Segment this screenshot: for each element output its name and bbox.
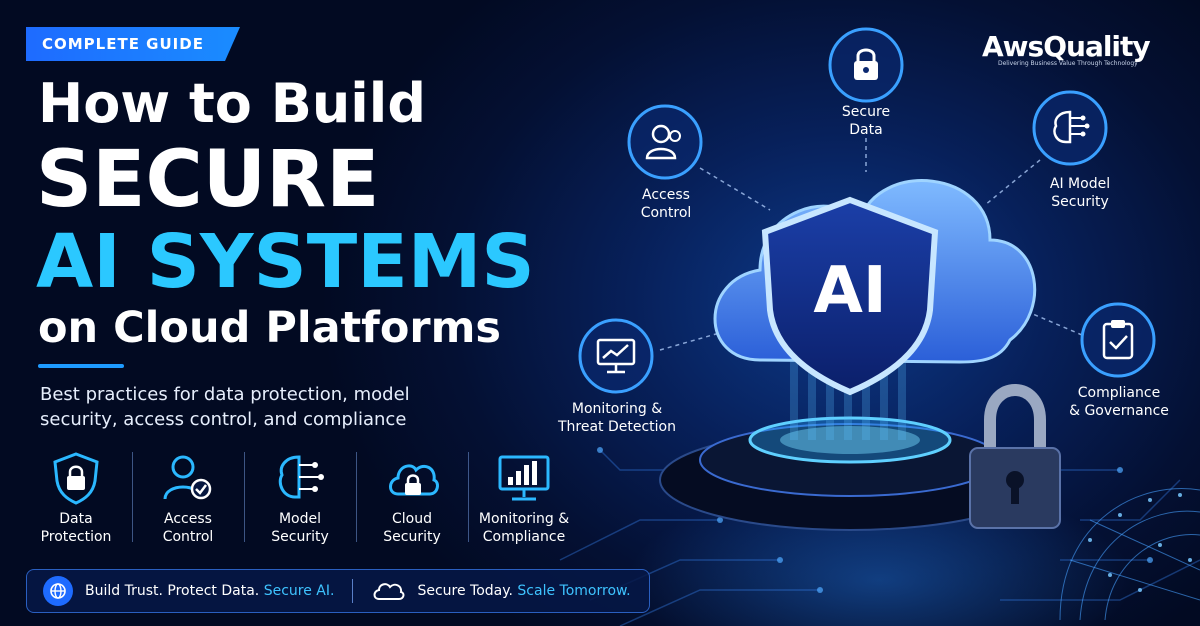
- globe-icon: [43, 576, 73, 606]
- brain-circuit-icon: [278, 455, 324, 499]
- node-label-access-control: Access Control: [640, 187, 692, 221]
- tagline-a: Build Trust. Protect Data. Secure AI.: [85, 583, 334, 599]
- trend-monitor-icon: [596, 338, 636, 374]
- clipboard-check-icon: [1102, 320, 1134, 360]
- brand-logo: AwsQuality: [982, 30, 1151, 63]
- headline-line-4: on Cloud Platforms: [38, 303, 502, 353]
- headline-line-3: AI SYSTEMS: [36, 219, 535, 305]
- tagline-b-plain: Secure Today.: [417, 583, 513, 599]
- feature-row: Data Protection Access Control Model Sec…: [20, 450, 580, 550]
- cloud-lock-icon: [389, 464, 439, 496]
- brain-mesh: [1059, 488, 1200, 621]
- complete-guide-badge: COMPLETE GUIDE: [26, 27, 240, 61]
- feature-label: Monitoring & Compliance: [478, 511, 570, 545]
- feature-label: Cloud Security: [383, 511, 441, 545]
- feature-label: Model Security: [271, 511, 329, 545]
- headline-line-2: SECURE: [36, 135, 380, 225]
- shield-shape: [761, 196, 939, 396]
- feature-access-control: Access Control: [132, 450, 244, 550]
- lock-icon: [854, 48, 878, 80]
- accent-rule: [38, 364, 124, 368]
- brain-icon: [1053, 110, 1090, 144]
- brand-tagline: Delivering Business Value Through Techno…: [998, 60, 1138, 67]
- node-label-ai-model-security: AI Model Security: [1049, 176, 1111, 210]
- tagline-a-highlight: Secure AI.: [263, 583, 335, 599]
- shield-ai-text: AI: [813, 254, 887, 328]
- feature-cloud-security: Cloud Security: [356, 450, 468, 550]
- feature-data-protection: Data Protection: [20, 450, 132, 550]
- tagline-separator: [352, 579, 354, 603]
- shield-lock-icon: [53, 452, 99, 505]
- node-label-secure-data: Secure Data: [841, 104, 891, 138]
- tagline-bar: Build Trust. Protect Data. Secure AI. Se…: [26, 569, 650, 613]
- node-label-monitoring: Monitoring & Threat Detection: [557, 401, 676, 435]
- user-check-icon: [163, 455, 212, 500]
- monitor-chart-icon: [498, 455, 550, 501]
- node-label-compliance: Compliance & Governance: [1069, 385, 1169, 419]
- tagline-a-plain: Build Trust. Protect Data.: [85, 583, 260, 599]
- cloud-icon: [371, 580, 405, 602]
- feature-monitoring-compliance: Monitoring & Compliance: [468, 450, 580, 550]
- feature-model-security: Model Security: [244, 450, 356, 550]
- headline-line-1: How to Build: [38, 72, 426, 135]
- feature-label: Access Control: [162, 511, 214, 545]
- tagline-b: Secure Today. Scale Tomorrow.: [417, 583, 630, 599]
- feature-label: Data Protection: [40, 511, 112, 545]
- tagline-b-highlight: Scale Tomorrow.: [517, 583, 631, 599]
- subtitle: Best practices for data protection, mode…: [40, 384, 410, 430]
- users-icon: [645, 124, 681, 160]
